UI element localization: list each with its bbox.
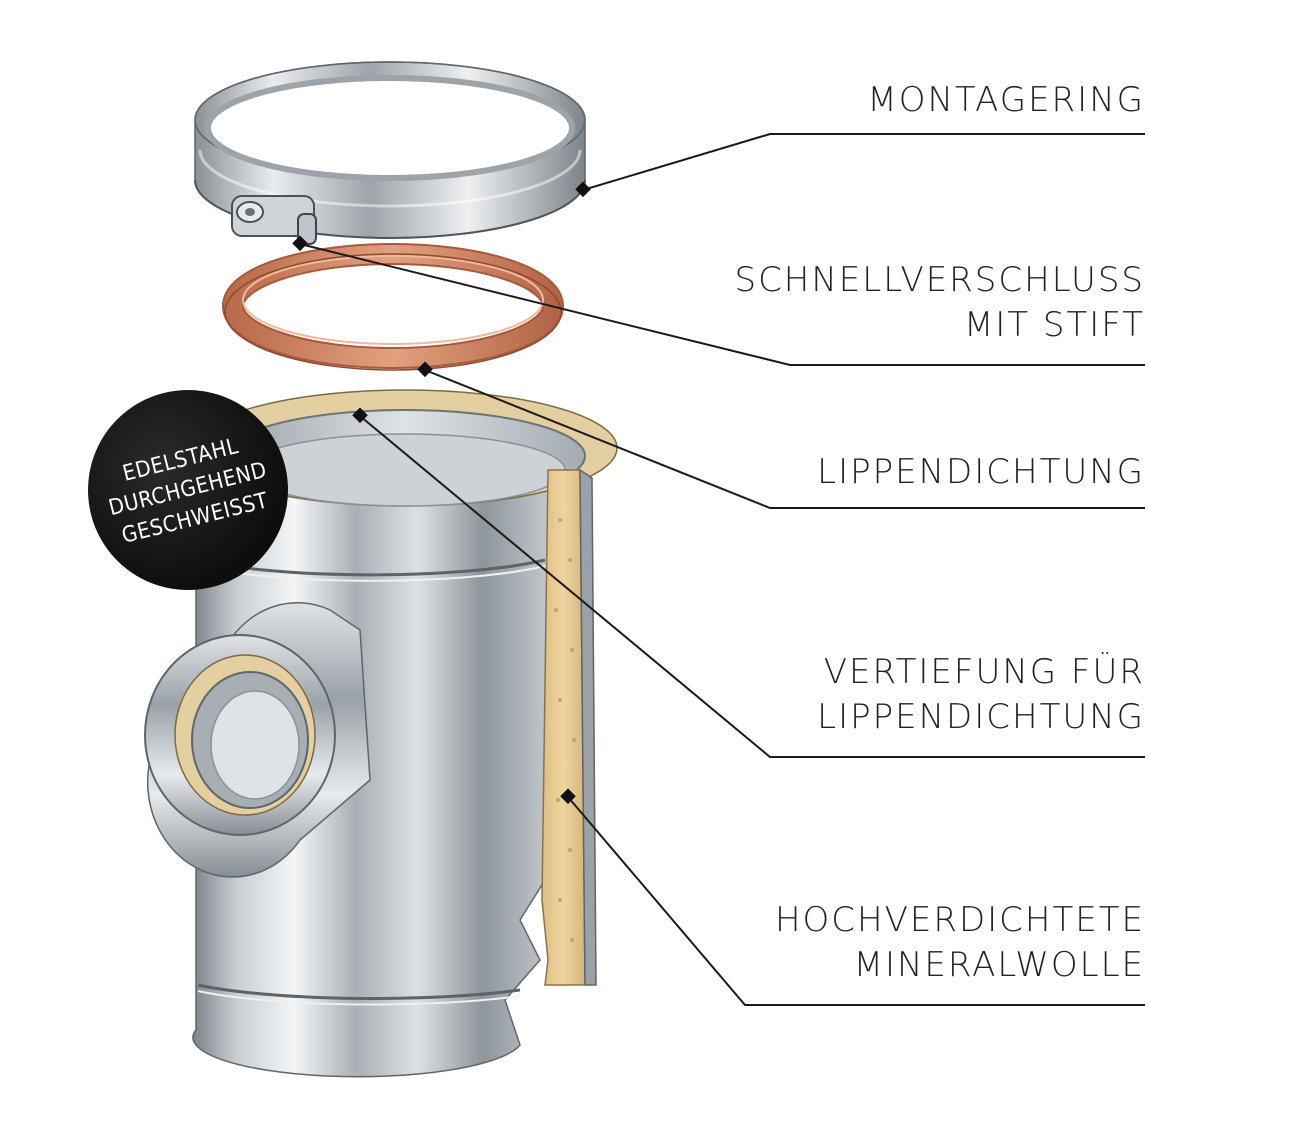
label-vertiefung-line1: VERTIEFUNG FÜR bbox=[823, 652, 1145, 692]
label-lippendichtung-line1: LIPPENDICHTUNG bbox=[817, 452, 1145, 492]
label-vertiefung-line2: LIPPENDICHTUNG bbox=[817, 697, 1145, 737]
leader-vertiefung bbox=[359, 415, 1145, 758]
label-schnellverschluss-line1: SCHNELLVERSCHLUSS bbox=[734, 260, 1145, 300]
label-lippendichtung: LIPPENDICHTUNG bbox=[817, 450, 1145, 495]
mounting-ring bbox=[194, 61, 586, 239]
label-schnellverschluss: SCHNELLVERSCHLUSS MIT STIFT bbox=[734, 258, 1145, 348]
label-schnellverschluss-line2: MIT STIFT bbox=[963, 305, 1145, 345]
label-mineralwolle-line2: MINERALWOLLE bbox=[853, 945, 1145, 985]
label-mineralwolle-line1: HOCHVERDICHTETE bbox=[774, 900, 1145, 940]
leader-markers bbox=[292, 181, 591, 805]
leader-montagering bbox=[582, 133, 1145, 191]
cutaway-insulation bbox=[541, 468, 597, 986]
leader-lines bbox=[299, 133, 1145, 1006]
label-montagering-line1: MONTAGERING bbox=[867, 80, 1145, 120]
label-vertiefung: VERTIEFUNG FÜR LIPPENDICHTUNG bbox=[817, 650, 1145, 740]
leader-lippendichtung bbox=[424, 369, 1145, 509]
leader-schnellverschluss bbox=[299, 243, 1145, 366]
label-montagering: MONTAGERING bbox=[867, 78, 1145, 123]
leader-mineralwolle bbox=[567, 796, 1145, 1006]
label-mineralwolle: HOCHVERDICHTETE MINERALWOLLE bbox=[775, 898, 1145, 988]
side-branch bbox=[144, 602, 371, 878]
lip-seal-ring bbox=[222, 243, 564, 371]
quick-release-latch bbox=[231, 195, 317, 245]
